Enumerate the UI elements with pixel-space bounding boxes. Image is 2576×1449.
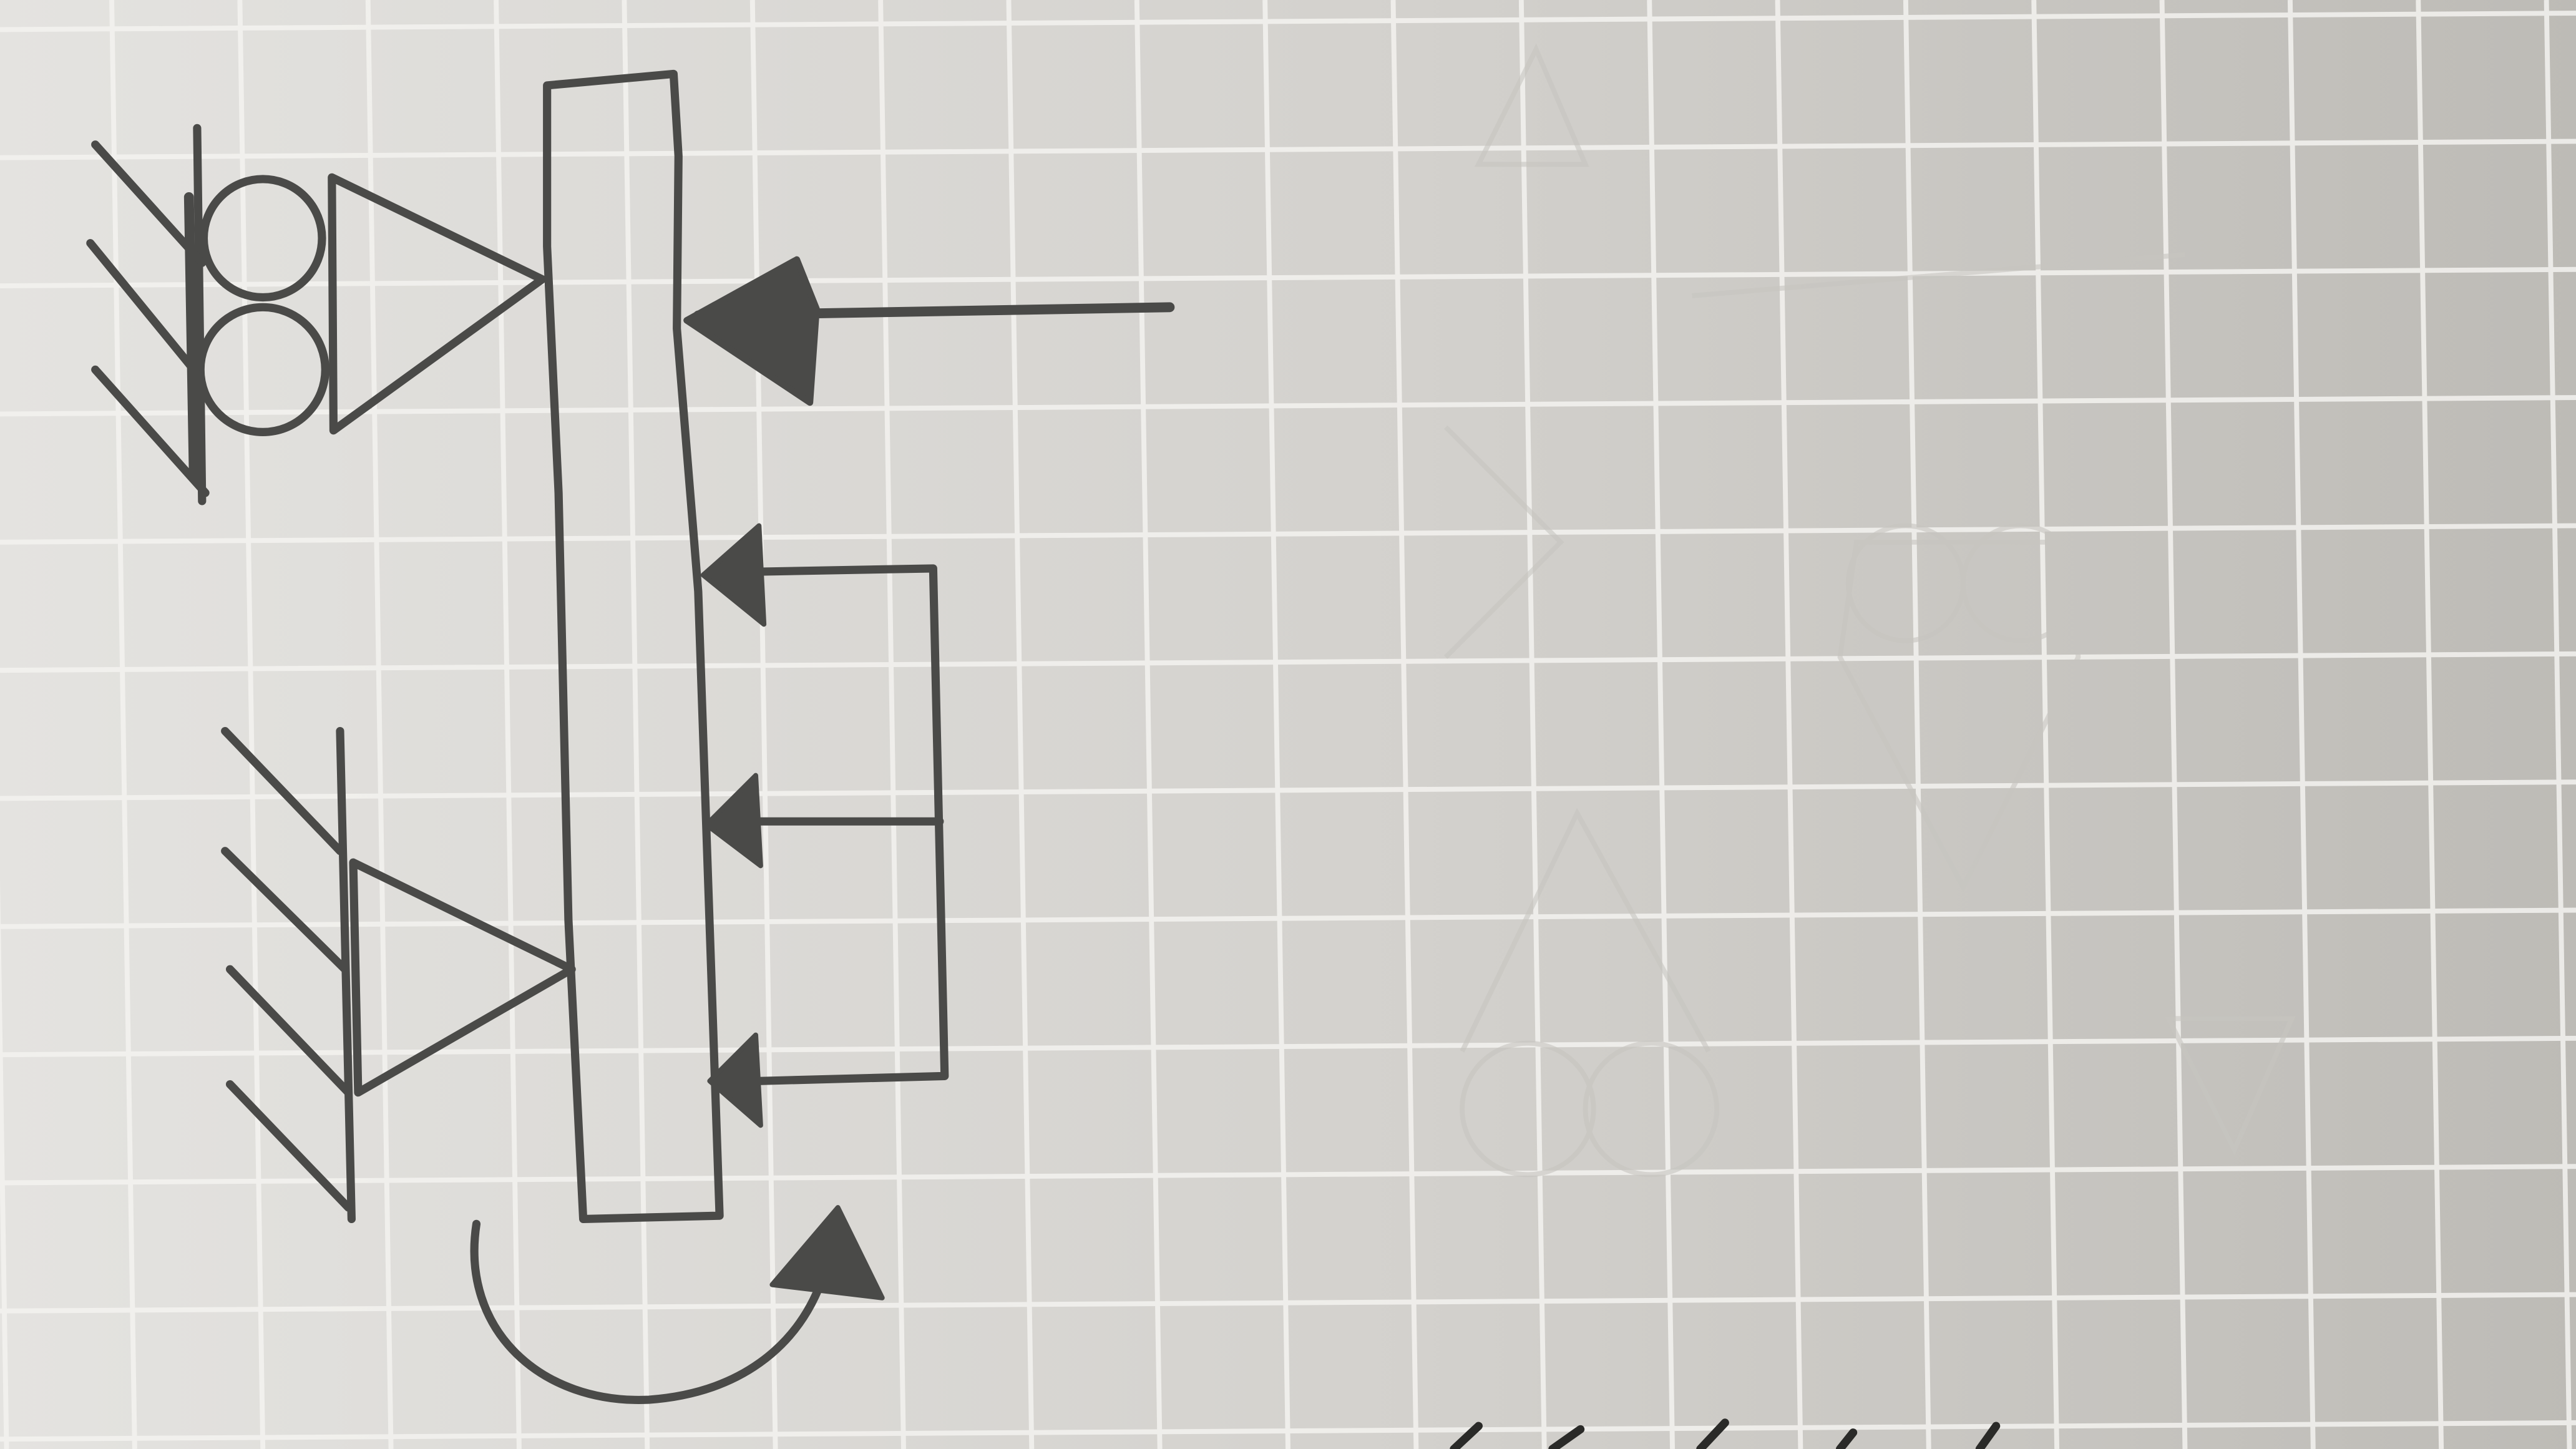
grid-line-horizontal [0,11,2576,32]
grid-line-vertical [1647,0,1675,1449]
grid-line-vertical [1518,0,1547,1449]
grid-line-vertical [0,879,9,1449]
grid-line-vertical [2159,0,2188,1449]
grid-line-horizontal [0,1420,2576,1442]
grid-line-vertical [622,0,650,1449]
ink-drawing [86,69,1175,1404]
grid-line-vertical [365,0,394,1449]
grid-line-vertical [1775,0,1803,1449]
grid-line-vertical [1903,0,1931,1449]
grid-line-horizontal [0,779,2576,801]
grid-line-vertical [2287,0,2316,1449]
grid-line-horizontal [0,266,2576,289]
roller-support-icon [86,124,547,505]
grid-line-vertical [1262,0,1290,1449]
grid-line-vertical [878,0,906,1449]
grid-line-vertical [1006,0,1035,1449]
grid-line-horizontal [0,1164,2576,1186]
grid-line-horizontal [0,1292,2576,1314]
handwriting-fragments [1450,1418,2001,1449]
show-through-marks [1443,43,2296,1178]
grid-line-horizontal [0,651,2576,673]
grid-line-vertical [494,0,522,1449]
grid-line-horizontal [0,907,2576,929]
pin-support-icon [221,726,576,1224]
distributed-load-icon [700,523,949,1128]
grid-line-horizontal [0,139,2576,160]
grid-line-vertical [2544,0,2572,1449]
grid-line-horizontal [0,395,2576,417]
grid-line-vertical [237,0,266,1449]
curved-arrow-icon [470,1205,885,1404]
grid-line-horizontal [0,523,2576,545]
grid-line-vertical [749,0,778,1449]
beam [543,69,724,1224]
grid-line-vertical [1134,0,1163,1449]
grid-line-vertical [1390,0,1419,1449]
grid-line-vertical [109,0,137,1449]
arrow-left-icon [683,256,1175,406]
grid-line-vertical [2416,0,2444,1449]
